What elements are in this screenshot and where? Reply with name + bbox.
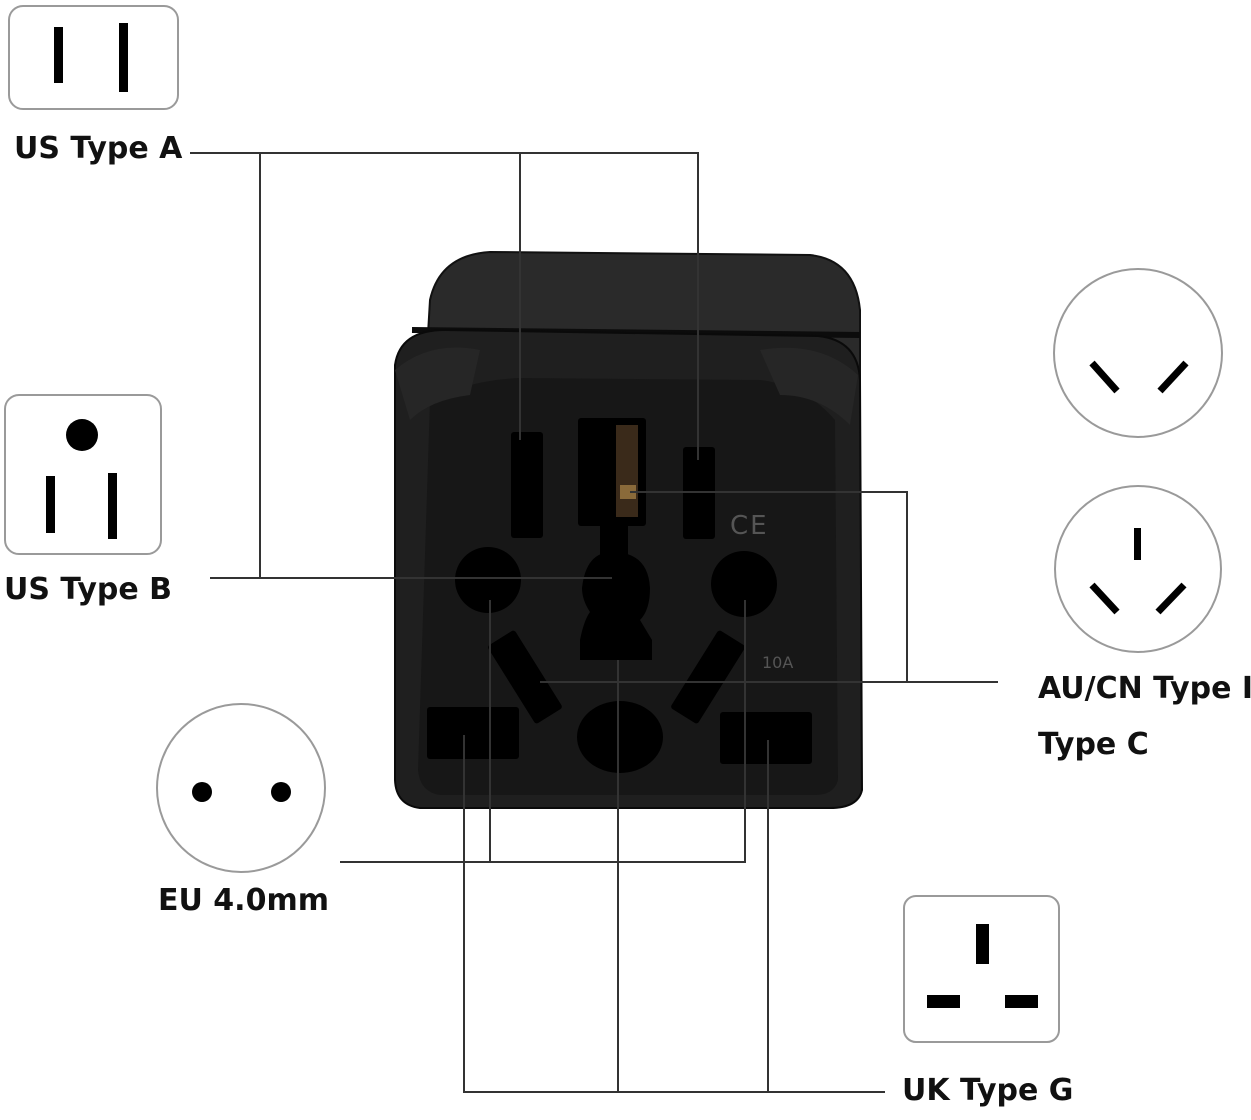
socket-shutter-glint [620,485,636,499]
label-us-type-a: US Type A [14,131,183,166]
leader-eu-4mm [340,600,746,863]
us-type-a-plug-icon [8,5,179,110]
label-us-type-b: US Type B [4,572,173,607]
socket-hole-left [455,547,521,613]
label-au-cn-type-i: AU/CN Type I [1038,671,1251,706]
socket-slot-bottom-right [720,712,812,764]
us-type-b-plug-icon [4,394,162,555]
ce-marking: CE [730,511,769,541]
universal-adapter [394,250,864,809]
socket-slot-angled-left [488,630,562,724]
leader-us-type-a [190,152,699,460]
leader-lines [190,152,998,1093]
adapter-shoulder-right [760,347,858,425]
uk-type-g-plug-icon [903,895,1060,1043]
adapter-shoulder-left [395,347,480,420]
label-eu-4mm: EU 4.0mm [158,883,329,918]
socket-slot-top-left [511,432,543,538]
label-type-c: Type C [1038,727,1149,762]
socket-slot-neck [600,525,628,555]
rating-marking: 10A [762,653,794,672]
eu-4mm-plug-icon [156,703,326,873]
au-cn-type-i-plug-icon [1053,268,1223,438]
socket-shutter-detail [616,425,638,517]
socket-slot-bottom-left [427,707,519,759]
socket-keyhole-center [580,552,652,660]
socket-slot-angled-right [671,630,745,724]
au-cn-type-i-earth-plug-icon [1054,485,1222,653]
leader-uk-type-g [463,735,885,1093]
socket-hole-bottom [577,701,663,773]
label-uk-type-g: UK Type G [902,1073,1074,1108]
socket-hole-right [711,551,777,617]
